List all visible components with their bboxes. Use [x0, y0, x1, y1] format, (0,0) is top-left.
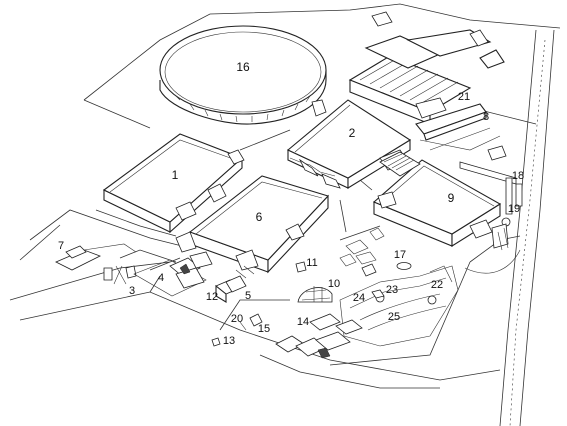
label-21[interactable]: 21	[458, 91, 470, 103]
kiosk-13[interactable]	[211, 337, 221, 347]
label-8[interactable]: 8	[483, 111, 489, 123]
stair-structure	[379, 151, 421, 177]
hall-building-9[interactable]	[372, 159, 502, 247]
amusement-area-22-25[interactable]	[339, 263, 459, 347]
label-15[interactable]: 15	[258, 323, 270, 335]
structure-7[interactable]	[55, 243, 137, 271]
buildings-12-5[interactable]	[215, 265, 255, 303]
label-7[interactable]: 7	[58, 240, 64, 252]
tower-structure-18-19[interactable]	[459, 161, 523, 251]
label-12[interactable]: 12	[206, 291, 218, 303]
cluster-14-15-20[interactable]	[239, 313, 363, 359]
label-9[interactable]: 9	[448, 191, 455, 205]
label-23[interactable]: 23	[386, 284, 398, 296]
label-17[interactable]: 17	[394, 249, 406, 261]
label-19[interactable]: 19	[508, 203, 520, 215]
label-5[interactable]: 5	[245, 290, 251, 302]
label-3[interactable]: 3	[129, 285, 135, 297]
complex-4[interactable]	[133, 251, 213, 297]
label-2[interactable]: 2	[349, 126, 356, 140]
ground-outlines	[9, 3, 561, 426]
complex-building-21[interactable]	[348, 11, 505, 125]
label-25[interactable]: 25	[388, 311, 400, 323]
label-10[interactable]: 10	[328, 278, 340, 290]
label-11[interactable]: 11	[306, 257, 317, 269]
label-6[interactable]: 6	[256, 210, 263, 224]
hall-building-1[interactable]	[102, 133, 245, 234]
label-22[interactable]: 22	[431, 279, 443, 291]
label-16[interactable]: 16	[236, 60, 250, 74]
kiosk-11[interactable]	[295, 261, 307, 273]
hall-building-6[interactable]	[175, 175, 330, 274]
label-20[interactable]: 20	[231, 313, 243, 325]
sculpture-3[interactable]	[103, 265, 137, 285]
hall-building-2[interactable]	[286, 99, 412, 189]
label-14[interactable]: 14	[297, 316, 309, 328]
arena-building-16[interactable]	[159, 25, 327, 125]
structure-building-8[interactable]	[415, 103, 507, 161]
label-24[interactable]: 24	[353, 292, 365, 304]
dome-10[interactable]	[297, 286, 333, 303]
label-1[interactable]: 1	[172, 168, 179, 182]
map-number-labels: 16 2 1 6 9 21 8 18 19 7 3 4 12 5 11 10 1…	[58, 60, 524, 347]
garden-17[interactable]	[339, 227, 412, 270]
label-13[interactable]: 13	[223, 335, 235, 347]
label-18[interactable]: 18	[512, 170, 524, 182]
label-4[interactable]: 4	[158, 272, 164, 284]
